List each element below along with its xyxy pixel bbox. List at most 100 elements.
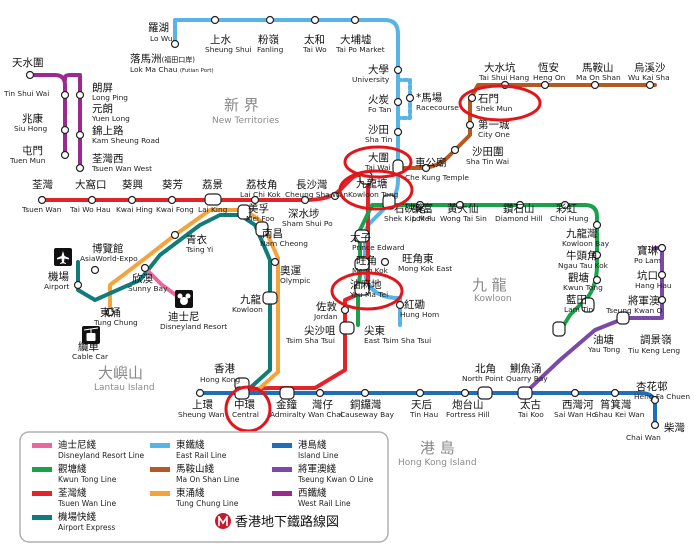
station-hong-kong-zh[interactable]: 香港 — [214, 363, 235, 375]
station-marker[interactable] — [650, 420, 660, 430]
station-marker[interactable] — [570, 388, 580, 398]
station-marker[interactable] — [270, 257, 280, 267]
station-marker[interactable] — [60, 90, 70, 100]
station-lo-wu-zh[interactable]: 羅湖 — [148, 22, 169, 34]
station-heng-fa-chuen-zh[interactable]: 杏花邨 — [636, 380, 668, 393]
station-marker[interactable] — [393, 65, 403, 75]
station-kwai-fong-zh[interactable]: 葵芳 — [162, 178, 183, 191]
station-marker[interactable] — [37, 195, 47, 205]
station-marker[interactable] — [415, 200, 425, 210]
station-marker[interactable] — [255, 221, 269, 237]
station-lam-tin-zh[interactable]: 藍田 — [566, 293, 587, 306]
station-marker[interactable] — [87, 195, 97, 205]
station-marker[interactable] — [75, 130, 85, 140]
station-kowloon-zh[interactable]: 九龍 — [240, 293, 261, 306]
station-hung-hom-zh[interactable]: 紅磡 — [404, 298, 425, 311]
station-marker[interactable] — [60, 125, 70, 135]
station-yuen-long-zh[interactable]: 元朗 — [92, 103, 113, 115]
station-marker[interactable] — [592, 275, 602, 285]
station-kowloon-tong-zh[interactable]: 九龍塘 — [356, 177, 388, 190]
station-tai-shui-hang-zh[interactable]: 大水坑 — [484, 61, 516, 74]
station-tin-hau-zh[interactable]: 天后 — [411, 399, 432, 411]
station-tsing-yi-zh[interactable]: 青衣 — [186, 233, 207, 246]
station-marker[interactable] — [360, 388, 370, 398]
station-marker[interactable] — [421, 163, 431, 173]
station-marker[interactable] — [415, 388, 425, 398]
station-marker[interactable] — [517, 386, 533, 400]
station-racecourse-zh[interactable]: *馬場 — [416, 91, 443, 104]
station-marker[interactable] — [73, 280, 83, 290]
station-north-point-zh[interactable]: 北角 — [475, 363, 496, 375]
station-cheung-sha-wan-zh[interactable]: 長沙灣 — [296, 179, 328, 191]
station-marker[interactable] — [127, 195, 137, 205]
station-asiaworld-expo-zh[interactable]: 博覽館 — [92, 242, 124, 255]
station-east-tsim-sha-tsui-zh[interactable]: 尖東 — [364, 324, 385, 337]
station-marker[interactable] — [540, 80, 550, 90]
station-marker[interactable] — [477, 386, 493, 400]
station-ngau-tau-kok-zh[interactable]: 牛頭角 — [566, 249, 598, 262]
station-marker[interactable] — [590, 80, 600, 90]
station-sai-wan-ho-zh[interactable]: 西灣河 — [562, 399, 594, 411]
station-marker[interactable] — [167, 195, 177, 205]
station-mong-kok-zh[interactable]: 旺角 — [356, 255, 377, 267]
station-tai-po-market-zh[interactable]: 大埔墟 — [340, 33, 372, 46]
station-tseung-kwan-o-zh[interactable]: 將軍澳 — [628, 294, 660, 307]
station-heng-on-zh[interactable]: 恆安 — [538, 61, 559, 74]
station-marker[interactable] — [350, 15, 360, 25]
station-marker[interactable] — [354, 282, 370, 296]
station-marker[interactable] — [581, 297, 595, 313]
station-marker[interactable] — [279, 386, 295, 400]
station-diamond-hill-zh[interactable]: 鑽石山 — [503, 202, 535, 215]
station-marker[interactable] — [330, 191, 340, 201]
station-choi-hung-zh[interactable]: 彩虹 — [556, 203, 577, 215]
station-fortress-hill-zh[interactable]: 炮台山 — [452, 398, 484, 411]
station-wu-kai-sha-zh[interactable]: 烏溪沙 — [634, 61, 666, 74]
station-fanling-zh[interactable]: 粉嶺 — [258, 33, 279, 46]
station-marker[interactable] — [610, 388, 620, 398]
station-marker[interactable] — [170, 39, 180, 49]
station-ma-on-shan-zh[interactable]: 馬鞍山 — [582, 61, 614, 74]
station-marker[interactable] — [195, 388, 205, 398]
station-lai-king-zh[interactable]: 荔景 — [202, 178, 223, 191]
station-mong-kok-east-zh[interactable]: 旺角東 — [402, 252, 434, 265]
station-sheung-shui-zh[interactable]: 上水 — [210, 34, 231, 46]
station-lok-fu-zh[interactable]: 樂富 — [412, 202, 433, 215]
station-tai-koo-zh[interactable]: 太古 — [520, 398, 541, 411]
station-marker[interactable] — [393, 127, 403, 137]
station-marker[interactable] — [460, 388, 470, 398]
station-marker[interactable] — [560, 200, 570, 210]
station-marker[interactable] — [25, 70, 35, 80]
station-tai-wai-zh[interactable]: 大圍 — [368, 151, 389, 164]
station-marker[interactable] — [465, 120, 475, 130]
station-che-kung-temple-zh[interactable]: 車公廟 — [415, 156, 447, 169]
station-marker[interactable] — [395, 300, 405, 310]
station-marker[interactable] — [650, 395, 660, 405]
station-marker[interactable] — [552, 321, 566, 337]
station-tuen-mun-zh[interactable]: 屯門 — [22, 144, 43, 157]
station-wan-chai-zh[interactable]: 灣仔 — [312, 399, 333, 411]
station-lok-ma-chau-zh[interactable]: 落馬洲(福田口岸) — [130, 53, 195, 65]
station-marker[interactable] — [75, 90, 85, 100]
station-marker[interactable] — [265, 15, 275, 25]
station-marker[interactable] — [657, 243, 667, 253]
station-marker[interactable] — [354, 257, 370, 271]
station-sheung-wan-zh[interactable]: 上環 — [192, 399, 213, 411]
station-sha-tin-zh[interactable]: 沙田 — [368, 124, 389, 136]
station-tsuen-wan-west-zh[interactable]: 荃灣西 — [92, 152, 124, 165]
station-marker[interactable] — [140, 263, 150, 273]
station-sham-shui-po-zh[interactable]: 深水埗 — [288, 207, 320, 220]
station-wong-tai-sin-zh[interactable]: 黃大仙 — [447, 202, 479, 215]
station-kwun-tong-zh[interactable]: 觀塘 — [568, 271, 589, 284]
station-marker[interactable] — [450, 145, 460, 155]
station-marker[interactable] — [300, 195, 310, 205]
station-siu-hong-zh[interactable]: 兆康 — [22, 112, 43, 125]
station-tin-shui-wai-zh[interactable]: 天水圍 — [12, 57, 44, 69]
station-marker[interactable] — [204, 193, 222, 206]
station-chai-wan-zh[interactable]: 柴灣 — [664, 421, 685, 434]
station-lai-chi-kok-zh[interactable]: 荔枝角 — [246, 178, 278, 191]
station-marker[interactable] — [592, 220, 602, 230]
station-tsim-sha-tsui-zh[interactable]: 尖沙咀 — [304, 324, 336, 337]
station-jordan-zh[interactable]: 佐敦 — [316, 300, 337, 313]
station-tsuen-wan-zh[interactable]: 荃灣 — [32, 178, 53, 191]
station-marker[interactable] — [467, 93, 477, 103]
